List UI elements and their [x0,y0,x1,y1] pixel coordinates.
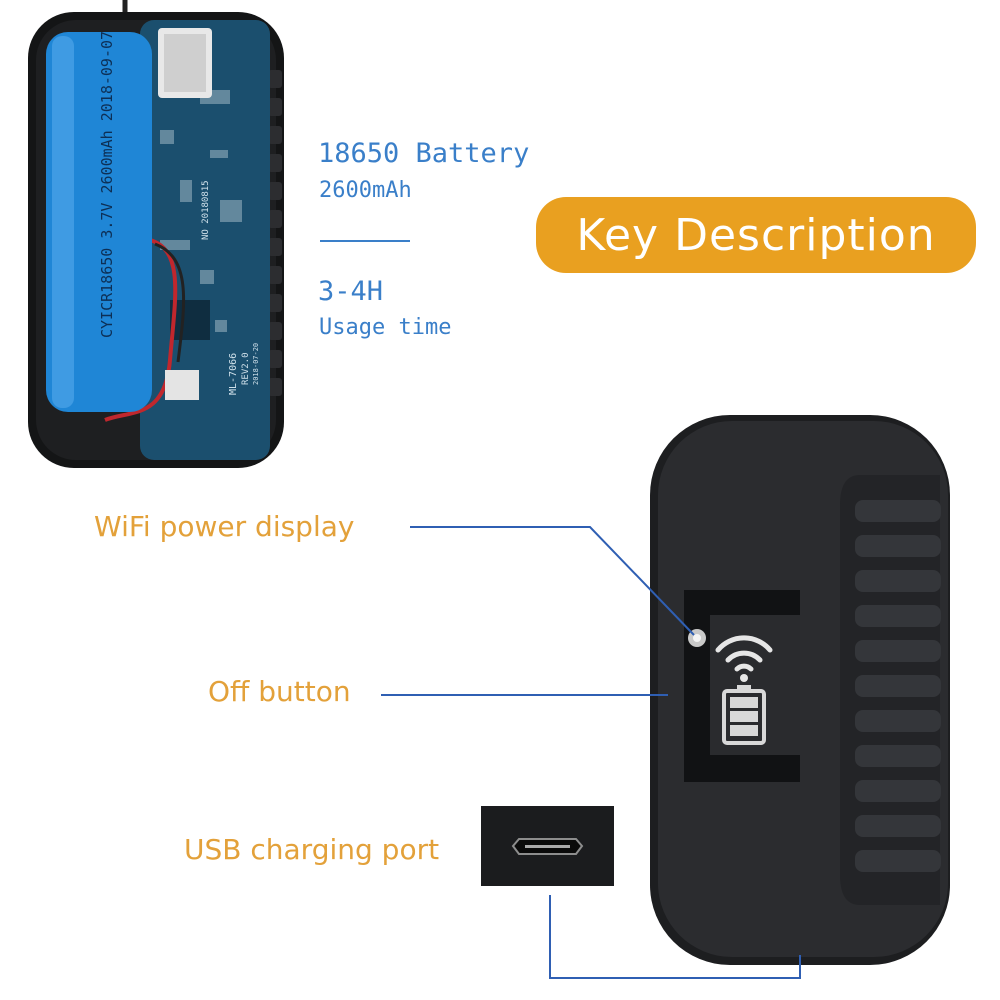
key-description-badge: Key Description [536,197,976,273]
leader-usb [549,895,801,979]
battery-title: 18650 Battery [318,138,530,169]
usage-label: Usage time [319,315,452,340]
battery-pcb-photo: CYICR18650 3.7V 2600mAh 2018-09-07 NO 20… [28,0,284,468]
wifi-icon [715,635,773,672]
board-build-text: 2018-07-20 [252,343,260,385]
battery-icon [722,685,766,745]
usb-port-inset [481,806,614,886]
board-model-text: ML-7066 [228,353,239,395]
usage-value: 3-4H [318,276,384,307]
callout-off-button: Off button [208,675,351,708]
spec-divider [320,240,410,242]
device-photo [650,415,950,965]
battery-print-text: CYICR18650 3.7V 2600mAh 2018-09-07 [98,31,116,338]
callout-wifi-power-display: WiFi power display [94,510,355,543]
callout-usb-port: USB charging port [184,833,440,866]
micro-usb-port-icon [511,838,584,855]
board-date-text: NO 20180815 [201,180,211,240]
leader-wifi [410,526,695,636]
board-rev-text: REV2.0 [241,352,251,385]
key-description-label: Key Description [576,209,936,261]
battery-capacity: 2600mAh [319,178,412,203]
